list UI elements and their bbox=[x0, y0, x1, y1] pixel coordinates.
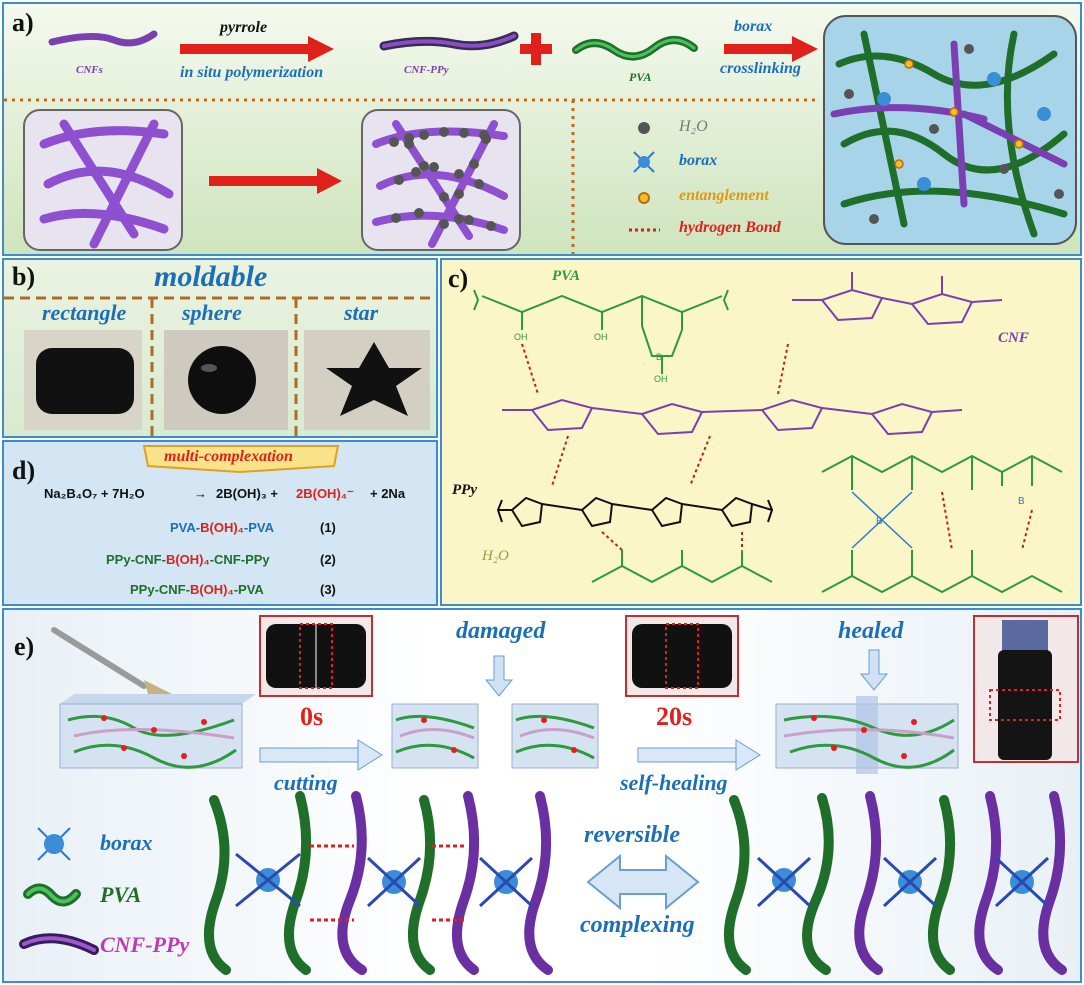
legend-entanglement: entanglement bbox=[679, 187, 769, 204]
sphere-sample bbox=[188, 346, 256, 414]
entanglement-legend-icon bbox=[638, 192, 650, 204]
pva-boron-top: B bbox=[656, 352, 662, 362]
in-situ-label: in situ polymerization bbox=[180, 64, 324, 81]
borax-label-a: borax bbox=[734, 18, 773, 35]
h2o-legend-icon bbox=[638, 122, 650, 134]
pva-boron-oh: OH bbox=[654, 374, 668, 384]
reaction-2-num: (2) bbox=[320, 552, 336, 567]
legend-borax-e: borax bbox=[100, 830, 153, 855]
reversible-arrow bbox=[586, 853, 700, 911]
panel-c-label: c) bbox=[448, 264, 469, 293]
crosslinking-label: crosslinking bbox=[720, 60, 801, 77]
reversible-label: reversible bbox=[584, 822, 680, 848]
eq-right-3: + 2Na bbox=[370, 486, 406, 501]
eq-right-2: 2B(OH)₄⁻ bbox=[296, 486, 354, 501]
eq-arrow: → bbox=[194, 486, 207, 501]
time-20s: 20s bbox=[656, 702, 693, 731]
reaction-1: PVA-B(OH)₄-PVA bbox=[170, 520, 274, 535]
rectangle-sample bbox=[36, 348, 134, 414]
panel-d-label: d) bbox=[12, 456, 36, 485]
star-sample bbox=[326, 342, 422, 416]
reaction-2: PPy-CNF-B(OH)₄-CNF-PPy bbox=[106, 552, 270, 567]
panel-a: a) bbox=[2, 2, 1082, 256]
moldable-title: moldable bbox=[154, 260, 268, 293]
panel-a-graphics bbox=[4, 15, 1077, 254]
pva-label-a: PVA bbox=[629, 70, 652, 84]
pva-oh-2: OH bbox=[594, 332, 608, 342]
arrow-2-shaft bbox=[724, 44, 794, 54]
shape-sphere: sphere bbox=[182, 300, 242, 325]
eq-left: Na₂B₄O₇ + 7H₂O bbox=[44, 486, 145, 501]
legend-h2o: H₂O bbox=[679, 118, 708, 135]
arrow-1-shaft bbox=[180, 44, 310, 54]
panel-e: e) bbox=[2, 608, 1082, 983]
panel-e-graphics bbox=[19, 615, 1079, 975]
legend-cnf-ppy-e: CNF-PPy bbox=[100, 932, 190, 957]
ppy-label-c: PPy bbox=[452, 482, 477, 498]
cnf-strand bbox=[48, 30, 158, 47]
pva-label-c: PVA bbox=[552, 268, 581, 284]
arrow-1-head bbox=[308, 36, 334, 62]
cutting-label: cutting bbox=[274, 770, 338, 795]
healed-label: healed bbox=[838, 618, 904, 644]
borax-center-b: B bbox=[876, 516, 883, 527]
damaged-label: damaged bbox=[456, 618, 546, 644]
panel-b: b) moldable rectangle sphere star bbox=[2, 258, 438, 438]
legend-pva-e: PVA bbox=[100, 882, 142, 907]
multi-complexation-title: multi-complexation bbox=[164, 448, 293, 465]
reaction-3: PPy-CNF-B(OH)₄-PVA bbox=[130, 582, 264, 597]
panel-d: d) multi-complexation Na₂B₄O₇ + 7H₂O → 2… bbox=[2, 440, 438, 606]
legend-hbond: hydrogen Bond bbox=[679, 219, 781, 236]
eq-right-1: 2B(OH)₃ + bbox=[216, 486, 278, 501]
water-label-c: H₂O bbox=[482, 548, 509, 564]
borax-right-b: B bbox=[1018, 496, 1025, 507]
reaction-1-num: (1) bbox=[320, 520, 336, 535]
hydrogel-box bbox=[823, 15, 1077, 245]
legend-borax: borax bbox=[679, 152, 718, 169]
panel-e-label: e) bbox=[14, 632, 35, 661]
panel-b-label: b) bbox=[12, 262, 36, 291]
pyrrole-label: pyrrole bbox=[220, 19, 268, 36]
plus-v bbox=[531, 33, 541, 65]
reaction-3-num: (3) bbox=[320, 582, 336, 597]
panel-c-structures: OH OH B OH bbox=[473, 272, 1063, 594]
arrow-2-head bbox=[792, 36, 818, 62]
shape-star: star bbox=[344, 300, 379, 325]
panel-c: c) PVA CNF PPy H₂O OH OH B OH bbox=[440, 258, 1082, 606]
self-healing-label: self-healing bbox=[620, 770, 728, 795]
cnf-label-c: CNF bbox=[998, 330, 1029, 346]
cnfs-label: CNFs bbox=[76, 64, 103, 76]
shape-rectangle: rectangle bbox=[42, 300, 127, 325]
panel-a-label: a) bbox=[12, 8, 34, 37]
complexing-label: complexing bbox=[580, 912, 695, 938]
cnf-ppy-label: CNF-PPy bbox=[404, 64, 449, 76]
time-0s: 0s bbox=[300, 702, 324, 731]
scalpel-icon bbox=[51, 627, 147, 689]
pva-oh-1: OH bbox=[514, 332, 528, 342]
